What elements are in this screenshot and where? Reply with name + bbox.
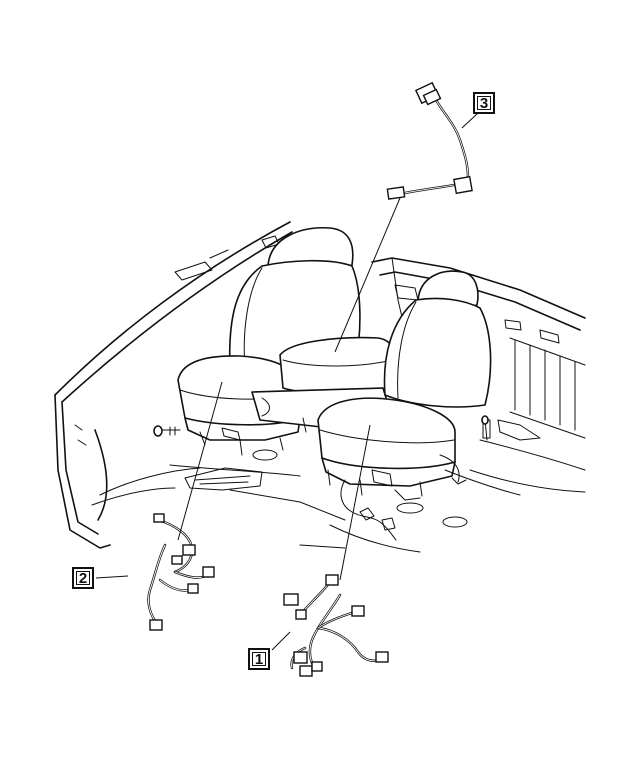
callout-3-label: 3 [473,92,495,114]
seat-harness-3 [386,81,473,200]
clip-fastener [481,415,489,441]
callout-3-text: 3 [479,94,489,112]
callout-2-text: 2 [78,569,88,587]
seat-harness-2 [147,513,215,631]
seat-harness-1 [283,574,389,677]
bolt-fastener [153,425,181,437]
callout-1-text: 1 [254,650,264,668]
cab-left-door-frame [54,221,293,549]
passenger-seat [317,270,492,497]
callout-2-label: 2 [72,567,94,589]
cab-floor [169,449,521,553]
callout-1-label: 1 [248,648,270,670]
leader-lines [95,112,479,651]
installed-seat-wiring [340,479,397,541]
